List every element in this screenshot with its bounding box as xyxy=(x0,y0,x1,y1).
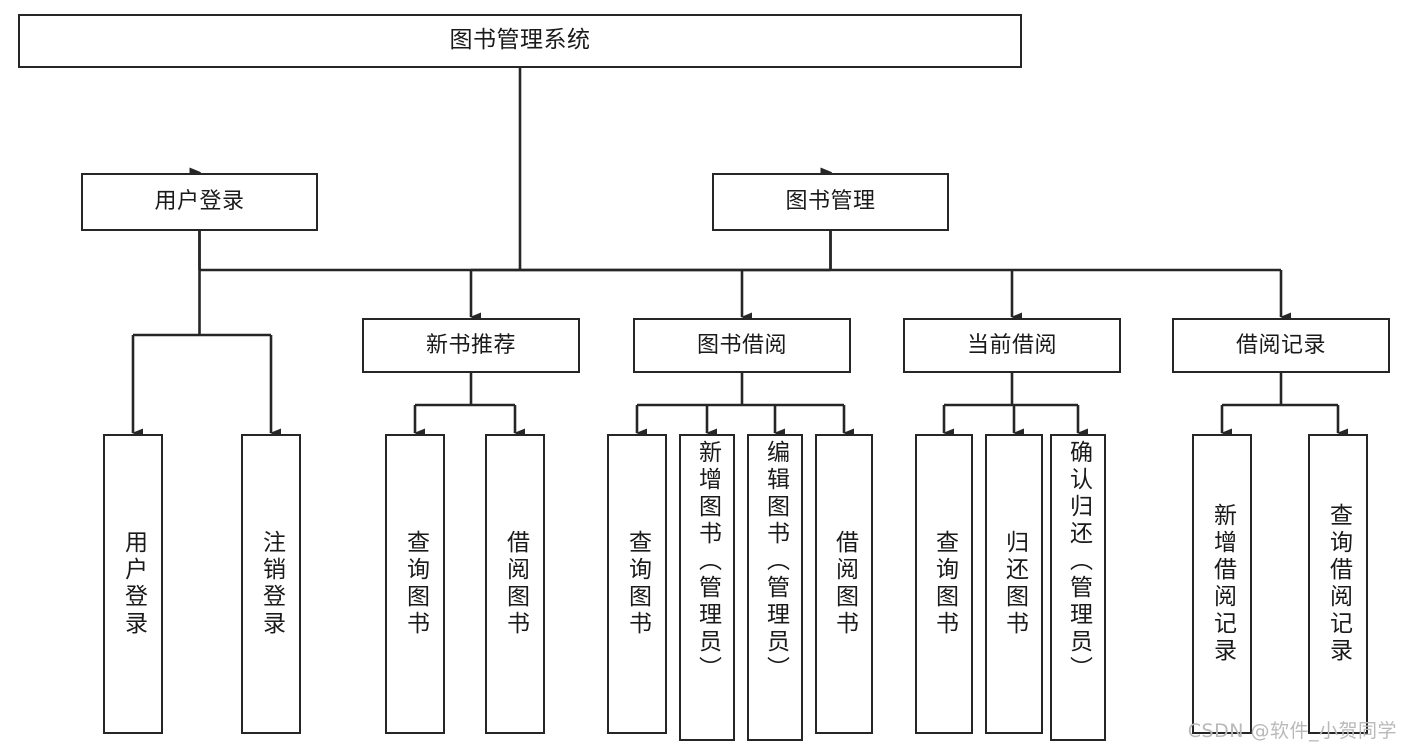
node-label-leaf-edit-book-admin: 编辑图书（管理员） xyxy=(762,440,789,683)
csdn-watermark: CSDN @软件_小贺同学 xyxy=(1187,720,1397,742)
node-current-borrow[interactable]: 当前借阅 xyxy=(903,318,1121,373)
node-label-leaf-borrow-book-1: 借阅图书 xyxy=(502,530,529,638)
node-leaf-query-borrow-record[interactable]: 查询借阅记录 xyxy=(1308,434,1368,734)
node-leaf-borrow-book-2[interactable]: 借阅图书 xyxy=(815,434,873,734)
node-label-book-borrow: 图书借阅 xyxy=(696,332,787,358)
node-label-leaf-query-book-2: 查询图书 xyxy=(624,530,651,638)
node-borrow-record[interactable]: 借阅记录 xyxy=(1172,318,1390,373)
node-label-borrow-record: 借阅记录 xyxy=(1235,332,1326,358)
node-label-user-login: 用户登录 xyxy=(154,189,245,215)
node-label-leaf-return-book: 归还图书 xyxy=(1001,530,1028,638)
node-leaf-edit-book-admin[interactable]: 编辑图书（管理员） xyxy=(747,434,803,741)
node-label-leaf-add-book-admin: 新增图书（管理员） xyxy=(694,440,721,683)
node-new-book-recommend[interactable]: 新书推荐 xyxy=(362,318,580,373)
node-label-leaf-logout: 注销登录 xyxy=(258,530,285,638)
node-leaf-borrow-book-1[interactable]: 借阅图书 xyxy=(485,434,545,734)
node-label-leaf-query-book-1: 查询图书 xyxy=(402,530,429,638)
node-label-leaf-query-book-3: 查询图书 xyxy=(931,530,958,638)
node-label-leaf-user-login: 用户登录 xyxy=(120,530,147,638)
node-label-leaf-query-borrow-record: 查询借阅记录 xyxy=(1325,503,1352,665)
node-book-borrow[interactable]: 图书借阅 xyxy=(633,318,851,373)
node-label-current-borrow: 当前借阅 xyxy=(966,332,1057,358)
node-leaf-add-book-admin[interactable]: 新增图书（管理员） xyxy=(679,434,735,741)
node-label-book-management: 图书管理 xyxy=(785,189,876,215)
node-leaf-query-book-3[interactable]: 查询图书 xyxy=(915,434,973,734)
node-label-leaf-confirm-return: 确认归还（管理员） xyxy=(1065,440,1092,683)
node-book-management[interactable]: 图书管理 xyxy=(712,173,949,231)
node-label-leaf-borrow-book-2: 借阅图书 xyxy=(831,530,858,638)
node-leaf-logout[interactable]: 注销登录 xyxy=(241,434,301,734)
node-leaf-query-book-2[interactable]: 查询图书 xyxy=(607,434,667,734)
node-leaf-return-book[interactable]: 归还图书 xyxy=(985,434,1043,734)
node-leaf-add-borrow-record[interactable]: 新增借阅记录 xyxy=(1192,434,1252,734)
node-label-leaf-add-borrow-record: 新增借阅记录 xyxy=(1209,503,1236,665)
node-label-root: 图书管理系统 xyxy=(449,27,591,54)
node-label-new-book-recommend: 新书推荐 xyxy=(425,332,516,358)
node-user-login[interactable]: 用户登录 xyxy=(81,173,318,231)
node-leaf-confirm-return[interactable]: 确认归还（管理员） xyxy=(1050,434,1106,741)
node-leaf-user-login[interactable]: 用户登录 xyxy=(103,434,163,734)
node-leaf-query-book-1[interactable]: 查询图书 xyxy=(385,434,445,734)
node-root[interactable]: 图书管理系统 xyxy=(18,14,1022,68)
